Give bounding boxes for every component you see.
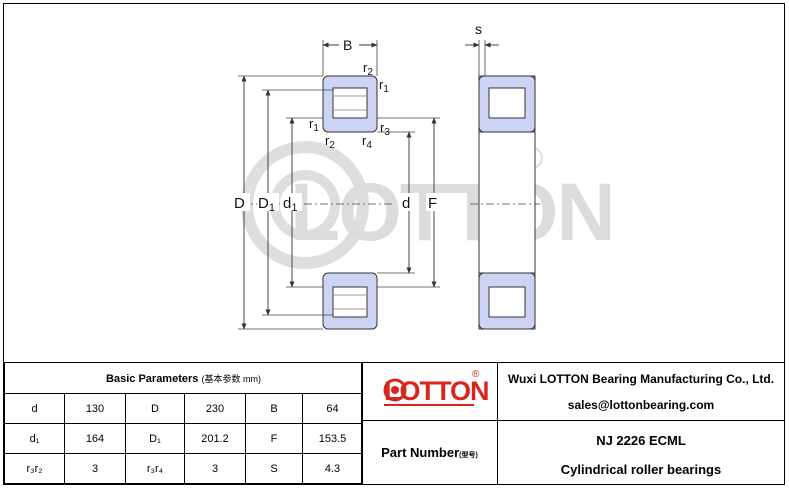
label-B: B — [343, 37, 352, 53]
label-r1-top: r1 — [379, 77, 389, 95]
param-value: 3 — [184, 453, 246, 484]
param-label: r₃r₄ — [125, 453, 185, 484]
left-lower-section — [322, 272, 378, 330]
label-D: D — [234, 195, 245, 212]
logo-cell: LOTTON ® — [361, 362, 498, 421]
label-F: F — [428, 195, 437, 212]
label-r4: r4 — [362, 133, 372, 151]
param-label: S — [245, 453, 303, 484]
right-view — [478, 75, 536, 330]
param-label: d — [4, 393, 65, 424]
label-s: s — [475, 21, 482, 37]
param-label: D₁ — [125, 423, 185, 454]
basic-parameters-table: Basic Parameters (基本参数 mm) d 130 D 230 B… — [4, 362, 363, 484]
watermark-text: LOTTON — [290, 167, 614, 258]
part-number-label: Part Number(型号) — [381, 445, 478, 460]
param-label: B — [245, 393, 303, 424]
param-label: d₁ — [4, 423, 65, 454]
label-r2-top: r2 — [363, 60, 373, 78]
logo-text: LOTTON — [384, 376, 489, 406]
part-number-value-cell: NJ 2226 ECML Cylindrical roller bearings — [497, 420, 785, 485]
part-number: NJ 2226 ECML — [596, 433, 686, 448]
table-row: r₃r₂ 3 r₃r₄ 3 S 4.3 — [4, 453, 363, 484]
param-value: 201.2 — [184, 423, 246, 454]
label-D1: D1 — [258, 195, 275, 214]
company-email[interactable]: sales@lottonbearing.com — [567, 398, 715, 412]
part-number-label-cell: Part Number(型号) — [361, 420, 498, 485]
param-label: D — [125, 393, 185, 424]
param-value: 230 — [184, 393, 246, 424]
param-label: F — [245, 423, 303, 454]
logo-registered: ® — [472, 369, 480, 380]
table-row: d 130 D 230 B 64 — [4, 393, 363, 424]
left-upper-section — [322, 75, 378, 133]
param-value: 64 — [302, 393, 363, 424]
company-cell: Wuxi LOTTON Bearing Manufacturing Co., L… — [497, 362, 785, 421]
part-type: Cylindrical roller bearings — [560, 462, 722, 477]
param-value: 153.5 — [302, 423, 363, 454]
label-d1: d1 — [283, 195, 297, 214]
basic-parameters-title: Basic Parameters (基本参数 mm) — [4, 362, 363, 394]
param-value: 164 — [64, 423, 126, 454]
watermark-logo: LOTTON ® — [241, 141, 616, 269]
label-d: d — [402, 195, 410, 212]
param-label: r₃r₂ — [4, 453, 65, 484]
label-r3: r3 — [380, 120, 390, 138]
param-value: 4.3 — [302, 453, 363, 484]
lotton-logo: LOTTON ® — [383, 369, 490, 406]
dimension-labels: B s r2 r1 r1 r3 r2 r4 D D1 d1 d F — [232, 21, 482, 214]
param-value: 3 — [64, 453, 126, 484]
label-r1-inner: r1 — [309, 116, 319, 134]
label-r2-inner: r2 — [325, 133, 335, 151]
table-row: d₁ 164 D₁ 201.2 F 153.5 — [4, 423, 363, 454]
param-value: 130 — [64, 393, 126, 424]
company-name: Wuxi LOTTON Bearing Manufacturing Co., L… — [507, 372, 775, 386]
